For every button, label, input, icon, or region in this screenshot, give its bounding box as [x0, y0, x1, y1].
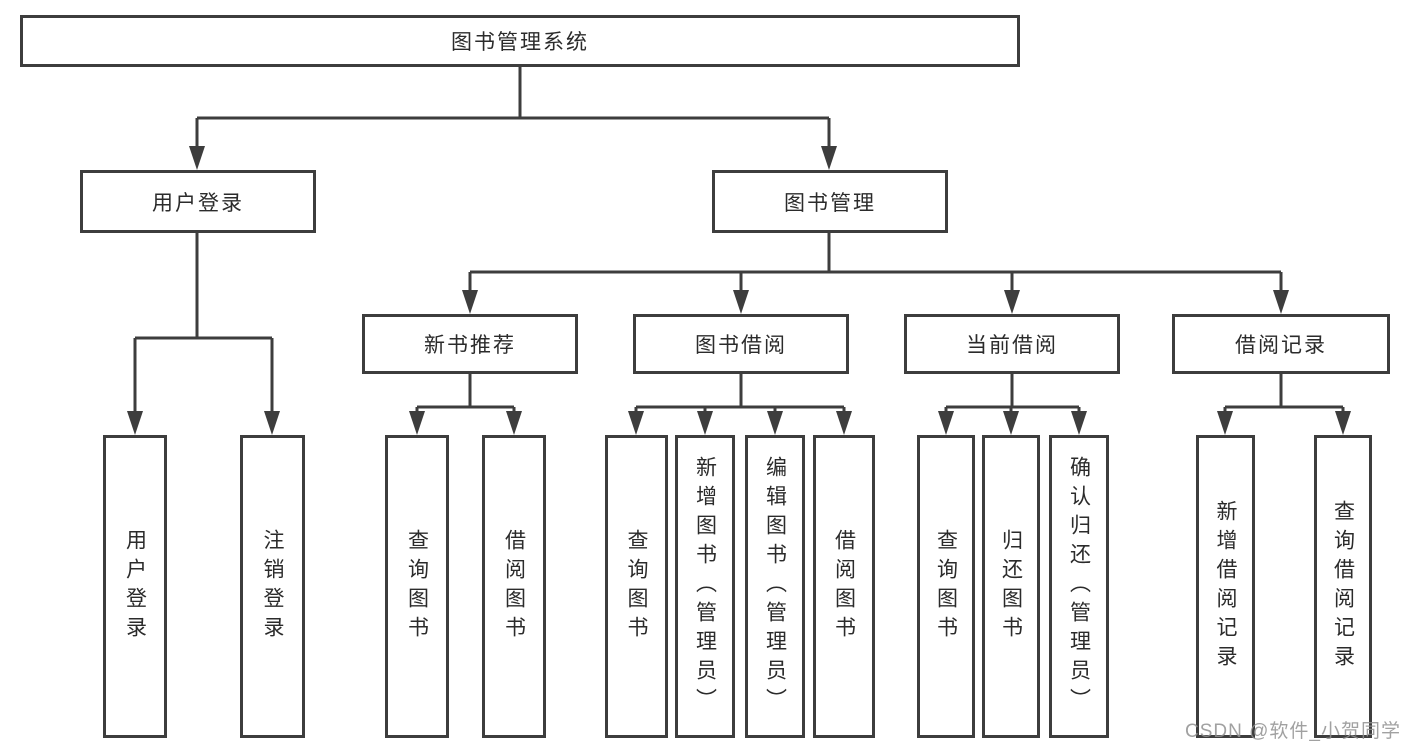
- arrow-down-icon: [189, 146, 205, 170]
- node-user-login-module: 用户登录: [80, 170, 316, 233]
- arrow-down-icon: [1004, 290, 1020, 314]
- node-leaf-search-books: 查询图书: [917, 435, 975, 738]
- arrow-down-icon: [1217, 411, 1233, 435]
- arrow-down-icon: [938, 411, 954, 435]
- node-label: 当前借阅: [966, 334, 1058, 357]
- node-borrowing-records: 借阅记录: [1172, 314, 1390, 374]
- node-leaf-add-books-admin: 新增图书（管理员）: [675, 435, 735, 738]
- node-label: 归还图书: [999, 528, 1023, 645]
- node-label: 用户登录: [152, 191, 244, 215]
- arrow-down-icon: [767, 411, 783, 435]
- watermark: CSDN @软件_小贺同学: [1185, 721, 1401, 742]
- node-label: 查询图书: [405, 528, 429, 645]
- node-label: 图书借阅: [695, 334, 787, 357]
- node-leaf-user-login: 用户登录: [103, 435, 167, 738]
- node-leaf-search-borrow-record: 查询借阅记录: [1314, 435, 1372, 738]
- arrow-down-icon: [697, 411, 713, 435]
- node-leaf-borrow-books: 借阅图书: [482, 435, 546, 738]
- arrow-down-icon: [1273, 290, 1289, 314]
- arrow-down-icon: [1071, 411, 1087, 435]
- arrow-down-icon: [409, 411, 425, 435]
- node-label: 查询图书: [934, 528, 958, 645]
- node-label: 新增借阅记录: [1214, 499, 1237, 674]
- arrow-down-icon: [1003, 411, 1019, 435]
- node-label: 新书推荐: [424, 334, 516, 357]
- node-book-management-module: 图书管理: [712, 170, 948, 233]
- node-leaf-borrow-books: 借阅图书: [813, 435, 875, 738]
- node-leaf-logout: 注销登录: [240, 435, 305, 738]
- arrow-down-icon: [836, 411, 852, 435]
- node-label: 图书管理: [784, 191, 876, 215]
- node-leaf-edit-books-admin: 编辑图书（管理员）: [745, 435, 805, 738]
- arrow-down-icon: [1335, 411, 1351, 435]
- arrow-down-icon: [628, 411, 644, 435]
- node-label: 借阅图书: [832, 528, 856, 645]
- node-label: 图书管理系统: [451, 31, 589, 54]
- node-library-system: 图书管理系统: [20, 15, 1020, 67]
- arrow-down-icon: [264, 411, 280, 435]
- node-label: 新增图书（管理员）: [693, 456, 717, 717]
- node-book-borrowing: 图书借阅: [633, 314, 849, 374]
- node-label: 借阅图书: [502, 528, 526, 645]
- arrow-down-icon: [462, 290, 478, 314]
- node-current-borrowing: 当前借阅: [904, 314, 1120, 374]
- node-leaf-search-books: 查询图书: [605, 435, 668, 738]
- node-label: 用户登录: [123, 528, 147, 645]
- node-leaf-add-borrow-record: 新增借阅记录: [1196, 435, 1255, 738]
- arrow-down-icon: [733, 290, 749, 314]
- node-leaf-confirm-return-admin: 确认归还（管理员）: [1049, 435, 1109, 738]
- node-label: 查询图书: [625, 528, 648, 645]
- arrow-down-icon: [127, 411, 143, 435]
- node-label: 借阅记录: [1235, 334, 1327, 357]
- node-leaf-search-books: 查询图书: [385, 435, 449, 738]
- node-label: 查询借阅记录: [1331, 499, 1355, 674]
- arrow-down-icon: [506, 411, 522, 435]
- node-leaf-return-books: 归还图书: [982, 435, 1040, 738]
- node-label: 编辑图书（管理员）: [763, 456, 787, 717]
- node-new-book-recommend: 新书推荐: [362, 314, 578, 374]
- arrow-down-icon: [821, 146, 837, 170]
- node-label: 注销登录: [261, 528, 284, 645]
- node-label: 确认归还（管理员）: [1067, 456, 1091, 717]
